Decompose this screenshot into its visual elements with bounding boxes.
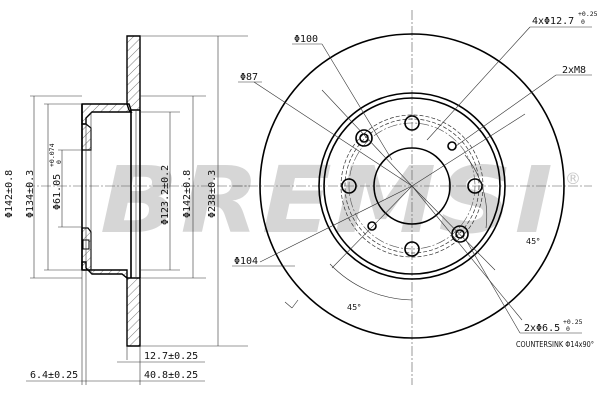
threaded-hole [367,221,377,231]
disc-ring-top-section [126,35,141,111]
hat-top-section [81,103,133,125]
bolt-hole [404,241,420,257]
registered-mark-icon: ® [565,169,581,188]
section-view: Φ142±0.8 Φ134±0.3 Φ61.05 +0.074 0 Φ123.2… [4,35,250,385]
dim-disc-outer-dia: Φ238±0.3 [207,170,218,218]
callout-countersink: COUNTERSINK Φ14x90° [516,340,594,349]
dim-dia-134: Φ134±0.3 [25,170,36,218]
svg-text:+0.25: +0.25 [563,318,583,326]
dim-hat-inner-dia: Φ123.2±0.2 [160,165,171,225]
label-angle-45-right: 45° [526,237,540,246]
disc-ring-bottom-section [126,277,141,347]
label-angle-45-bottom: 45° [347,303,361,312]
dim-thickness: 12.7±0.25 [144,351,198,362]
countersunk-hole [355,129,373,147]
callout-small-holes: 2xΦ6.5 +0.25 0 [524,318,583,334]
countersunk-hole [451,225,469,243]
svg-text:+0.25: +0.25 [578,10,598,18]
label-dia-87: Φ87 [240,72,258,83]
svg-text:0: 0 [55,160,63,164]
svg-text:4xΦ12.7: 4xΦ12.7 [532,16,574,27]
bolt-hole [341,178,357,194]
center-bore [373,147,451,225]
dim-hat-outer-dia: Φ142±0.8 [182,170,193,218]
disc-outer-edge [259,33,565,339]
bolt-hole [404,115,420,131]
dim-outer-dia-142: Φ142±0.8 [4,170,15,218]
svg-text:Φ61.05: Φ61.05 [52,174,63,210]
dim-total-height: 40.8±0.25 [144,370,198,381]
callout-bolt-holes: 4xΦ12.7 +0.25 0 [532,10,598,27]
label-dia-104: Φ104 [234,256,258,267]
svg-text:+0.074: +0.074 [48,143,56,167]
label-dia-100: Φ100 [294,34,318,45]
callout-threaded-holes: 2xM8 [562,65,586,76]
svg-text:0: 0 [581,18,585,26]
svg-text:0: 0 [566,325,570,333]
svg-text:2xΦ6.5: 2xΦ6.5 [524,323,560,334]
dim-hat-thickness: 6.4±0.25 [30,370,78,381]
front-view: Φ100 Φ87 Φ104 45° 45° 4xΦ12.7 +0.25 0 2x… [232,10,598,385]
dim-center-bore: Φ61.05 +0.074 0 [48,143,63,210]
